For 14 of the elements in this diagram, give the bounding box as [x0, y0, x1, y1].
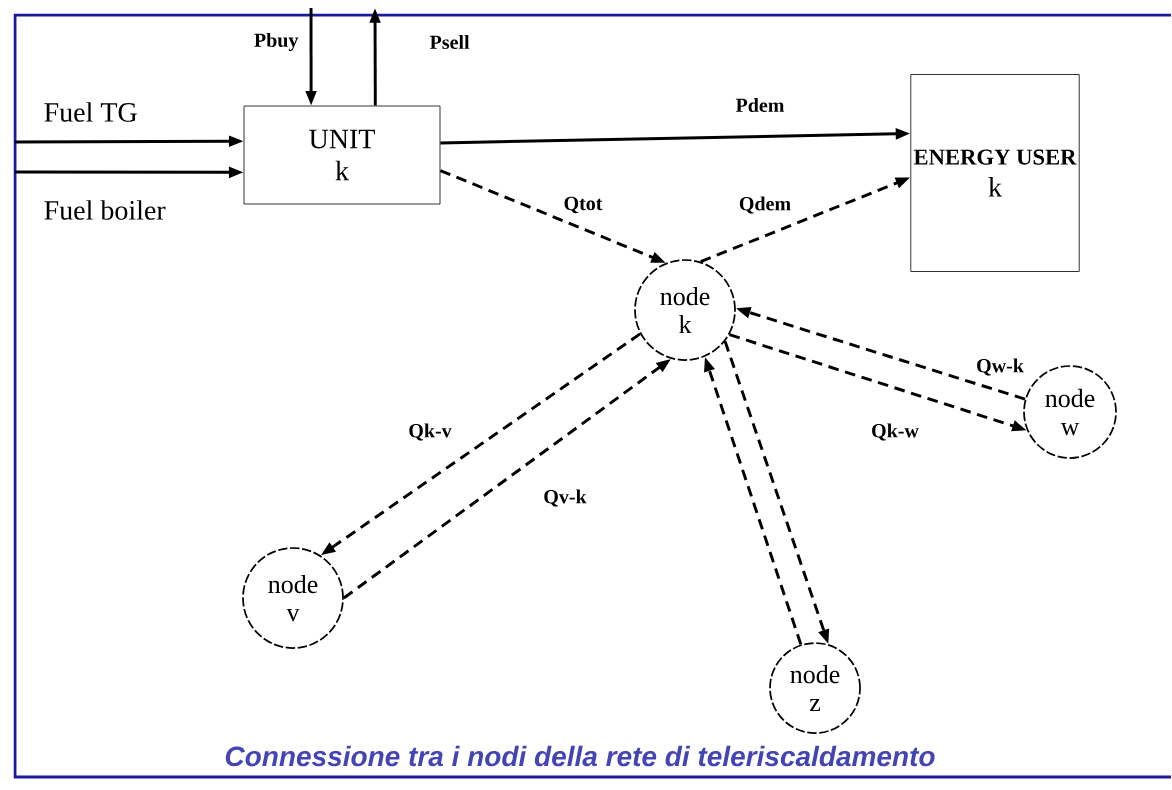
- edge-label: Qk-w: [869, 422, 921, 442]
- edge-label: Qk-v: [407, 422, 453, 442]
- edge-label: Pdem: [734, 96, 786, 114]
- edge-label: Fuel TG: [42, 100, 140, 124]
- edge-label: Qdem: [737, 195, 793, 215]
- user-box: ENERGY USER k: [910, 74, 1080, 272]
- process-box: UNIT k: [243, 105, 441, 205]
- edge-label: Qv-k: [542, 488, 588, 508]
- edge-label: Psell: [428, 33, 471, 51]
- edge-label: Fuel boiler: [42, 198, 167, 222]
- edge-label: Pbuy: [252, 31, 300, 53]
- edge-label: Qtot: [562, 195, 604, 215]
- edge-label: Qw-k: [974, 357, 1026, 377]
- caption: Connessione tra i nodi della rete di teleriscaldamento: [225, 745, 935, 767]
